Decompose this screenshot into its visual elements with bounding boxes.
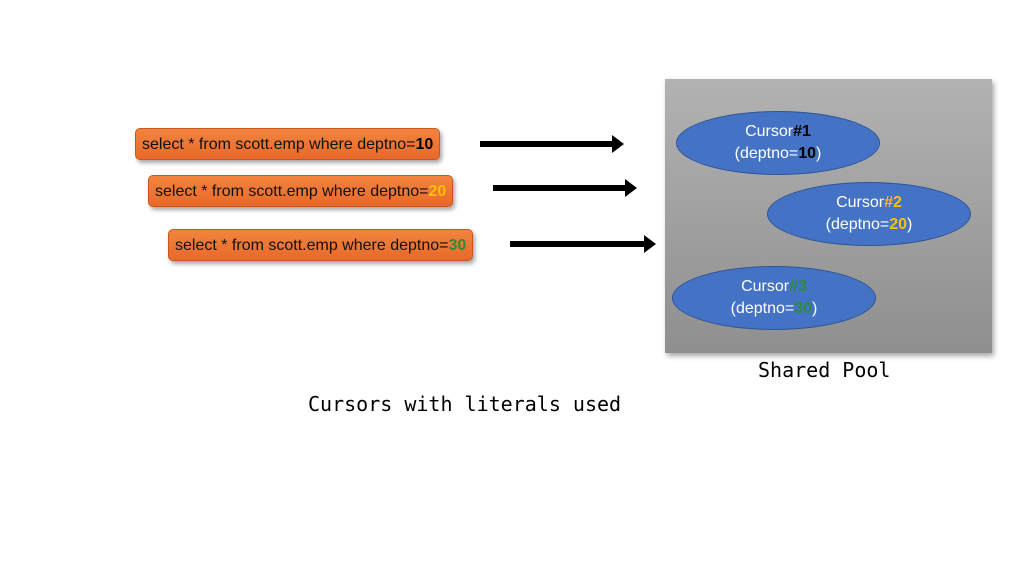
sql-literal: 10 — [415, 136, 434, 153]
arrow-3 — [510, 235, 656, 253]
arrow-2 — [493, 179, 637, 197]
sql-text: select * from scott.emp where deptno= — [175, 237, 449, 254]
shared-pool-box: Cursor#1 (deptno=10) Cursor#2 (deptno=20… — [665, 79, 992, 353]
cursor-predicate: (deptno=20) — [825, 216, 913, 233]
cursor-predicate: (deptno=30) — [730, 300, 818, 317]
cursor-title: Cursor#2 — [836, 194, 902, 211]
cursor-2: Cursor#2 (deptno=20) — [767, 182, 971, 246]
sql-literal: 30 — [448, 237, 467, 254]
cursor-predicate: (deptno=10) — [734, 145, 822, 162]
sql-text: select * from scott.emp where deptno= — [142, 136, 416, 153]
cursor-3: Cursor#3 (deptno=30) — [672, 266, 876, 330]
sql-statement-3: select * from scott.emp where deptno=30 — [168, 229, 474, 261]
sql-statement-1: select * from scott.emp where deptno=10 — [135, 128, 441, 160]
diagram-caption: Cursors with literals used — [308, 392, 622, 416]
arrow-1 — [480, 135, 624, 153]
sql-text: select * from scott.emp where deptno= — [155, 183, 429, 200]
sql-statement-2: select * from scott.emp where deptno=20 — [148, 175, 454, 207]
cursor-1: Cursor#1 (deptno=10) — [676, 111, 880, 175]
cursor-title: Cursor#1 — [745, 123, 811, 140]
shared-pool-label: Shared Pool — [758, 358, 891, 382]
sql-literal: 20 — [428, 183, 447, 200]
cursor-title: Cursor#3 — [741, 278, 807, 295]
